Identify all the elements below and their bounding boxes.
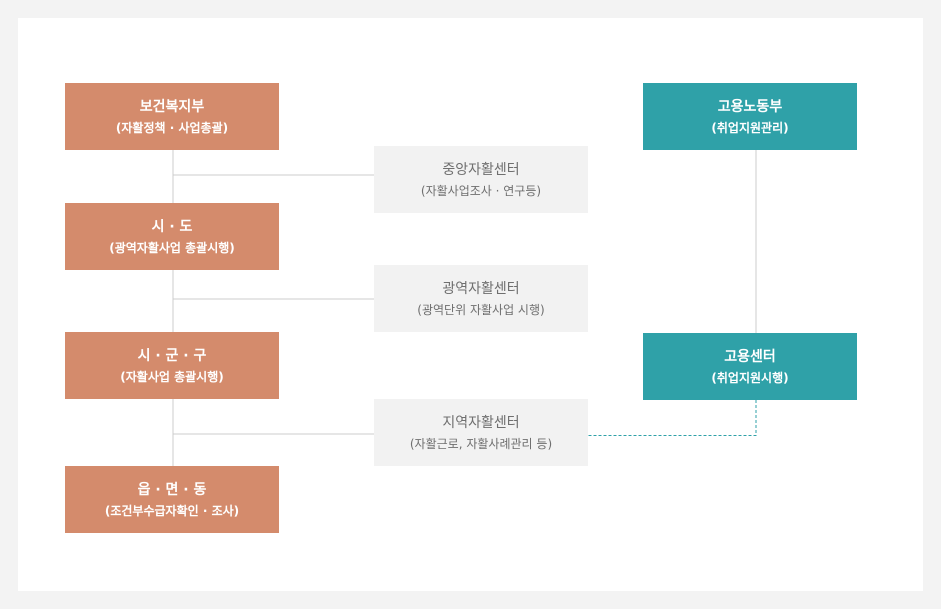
box-title: 시 · 군 · 구 xyxy=(137,347,207,364)
box-title: 광역자활센터 xyxy=(442,280,520,297)
box-province: 시 · 도 (광역자활사업 총괄시행) xyxy=(65,203,279,270)
box-subtitle: (자활근로, 자활사례관리 등) xyxy=(409,436,553,451)
box-subtitle: (조건부수급자확인 · 조사) xyxy=(104,503,240,518)
box-title: 고용센터 xyxy=(724,348,776,365)
box-subtitle: (자활정책 · 사업총괄) xyxy=(115,120,229,135)
box-subtitle: (자활사업 총괄시행) xyxy=(120,369,224,384)
box-subtitle: (취업지원시행) xyxy=(711,370,789,385)
box-title: 읍 · 면 · 동 xyxy=(137,481,207,498)
box-title: 고용노동부 xyxy=(717,98,783,115)
box-title: 보건복지부 xyxy=(139,98,205,115)
box-city: 시 · 군 · 구 (자활사업 총괄시행) xyxy=(65,332,279,399)
box-ministry-labor: 고용노동부 (취업지원관리) xyxy=(643,83,857,150)
box-central-center: 중앙자활센터 (자활사업조사 · 연구등) xyxy=(374,146,588,213)
box-subtitle: (취업지원관리) xyxy=(711,120,789,135)
dashed-link-employment-local xyxy=(588,400,757,436)
box-subtitle: (광역단위 자활사업 시행) xyxy=(417,302,545,317)
box-title: 중앙자활센터 xyxy=(442,161,520,178)
box-local-center: 지역자활센터 (자활근로, 자활사례관리 등) xyxy=(374,399,588,466)
box-title: 지역자활센터 xyxy=(442,414,520,431)
box-employment-center: 고용센터 (취업지원시행) xyxy=(643,333,857,400)
box-ministry-health: 보건복지부 (자활정책 · 사업총괄) xyxy=(65,83,279,150)
box-title: 시 · 도 xyxy=(151,218,193,235)
box-regional-center: 광역자활센터 (광역단위 자활사업 시행) xyxy=(374,265,588,332)
box-subtitle: (자활사업조사 · 연구등) xyxy=(420,183,542,198)
box-town: 읍 · 면 · 동 (조건부수급자확인 · 조사) xyxy=(65,466,279,533)
box-subtitle: (광역자활사업 총괄시행) xyxy=(109,240,235,255)
